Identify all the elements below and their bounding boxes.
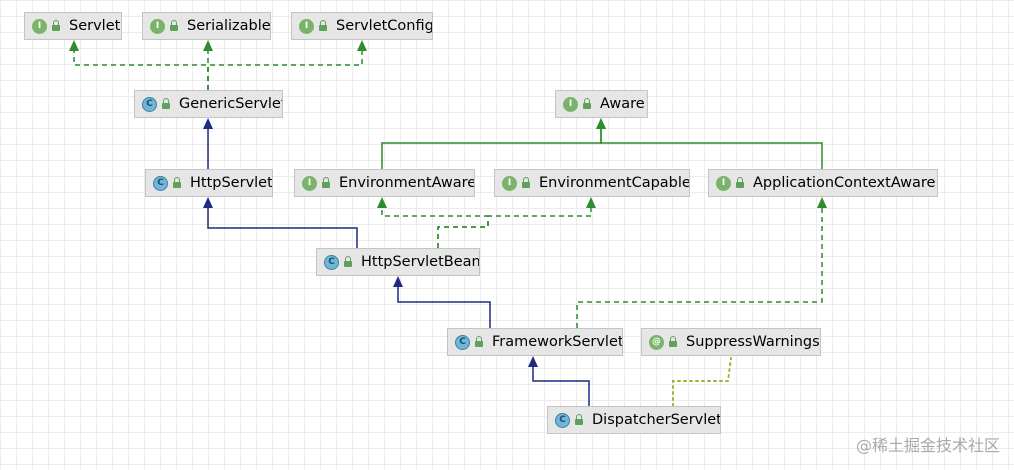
interface-icon: I [302,175,317,191]
node-label: ApplicationContextAware [753,174,936,191]
node-aware[interactable]: I Aware [555,90,648,118]
arrowhead [817,197,827,208]
edge-implements-httpservletbean-to-environmentaware [377,197,489,248]
node-label: Serializable [187,17,271,34]
interface-icon: I [563,96,578,112]
class-icon: C [455,334,470,350]
node-label: SuppressWarnings [686,333,820,350]
node-label: Aware [600,95,645,112]
edge-extends-interface-applicationcontextaware-to-aware [596,118,823,169]
arrowhead [377,197,387,208]
interface-icon: I [716,175,731,191]
public-lock-icon [668,336,678,348]
arrowhead [393,276,403,287]
node-servlet[interactable]: I Servlet [24,12,122,40]
node-generic-servlet[interactable]: C GenericServlet [134,90,283,118]
node-label: DispatcherServlet [592,411,721,428]
node-application-context-aware[interactable]: I ApplicationContextAware [708,169,938,197]
node-serializable[interactable]: I Serializable [142,12,271,40]
node-http-servlet[interactable]: C HttpServlet [145,169,273,197]
interface-icon: I [502,175,517,191]
class-icon: C [555,412,570,428]
class-icon: C [324,254,339,270]
public-lock-icon [582,98,592,110]
arrowhead [203,197,213,208]
public-lock-icon [735,177,745,189]
node-servlet-config[interactable]: I ServletConfig [291,12,433,40]
public-lock-icon [172,177,182,189]
arrowhead [203,40,213,51]
edge-annotated-dispatcherservlet-to-suppresswarnings [672,357,732,407]
public-lock-icon [51,20,61,32]
public-lock-icon [169,20,179,32]
edge-extends-interface-environmentaware-to-aware [381,118,606,169]
public-lock-icon [521,177,531,189]
node-label: Servlet [69,17,121,34]
class-icon: C [142,96,157,112]
public-lock-icon [474,336,484,348]
edge-implements-httpservletbean-to-environmentcapable [437,197,596,248]
node-dispatcher-servlet[interactable]: C DispatcherServlet [547,406,721,434]
interface-icon: I [150,18,165,34]
public-lock-icon [574,414,584,426]
edge-extends-httpservlet-to-genericservlet [203,118,213,169]
arrowhead [596,118,606,129]
edge-implements-genericservlet-to-servletconfig [207,40,367,90]
node-framework-servlet[interactable]: C FrameworkServlet [447,328,623,356]
edge-extends-frameworkservlet-to-httpservletbean [393,276,491,328]
edge-extends-dispatcherservlet-to-frameworkservlet [528,356,590,406]
node-label: HttpServletBean [361,253,480,270]
arrowhead [528,356,538,367]
public-lock-icon [161,98,171,110]
node-label: EnvironmentAware [339,174,475,191]
public-lock-icon [318,20,328,32]
edge-implements-genericservlet-to-servlet [69,40,209,90]
node-http-servlet-bean[interactable]: C HttpServletBean [316,248,480,276]
node-environment-aware[interactable]: I EnvironmentAware [294,169,475,197]
class-icon: C [153,175,168,191]
node-label: ServletConfig [336,17,433,34]
node-label: EnvironmentCapable [539,174,690,191]
node-label: FrameworkServlet [492,333,623,350]
arrowhead [357,40,367,51]
edge-implements-frameworkservlet-to-applicationcontextaware [576,197,827,328]
arrowhead [69,40,79,51]
node-environment-capable[interactable]: I EnvironmentCapable [494,169,690,197]
annotation-icon: @ [649,334,664,350]
node-label: HttpServlet [190,174,273,191]
edge-extends-httpservletbean-to-httpservlet [203,197,358,248]
node-suppress-warnings[interactable]: @ SuppressWarnings [641,328,821,356]
public-lock-icon [343,256,353,268]
arrowhead [586,197,596,208]
interface-icon: I [299,18,314,34]
watermark: @稀土掘金技术社区 [855,436,1000,455]
interface-icon: I [32,18,47,34]
node-label: GenericServlet [179,95,283,112]
arrowhead [203,118,213,129]
public-lock-icon [321,177,331,189]
